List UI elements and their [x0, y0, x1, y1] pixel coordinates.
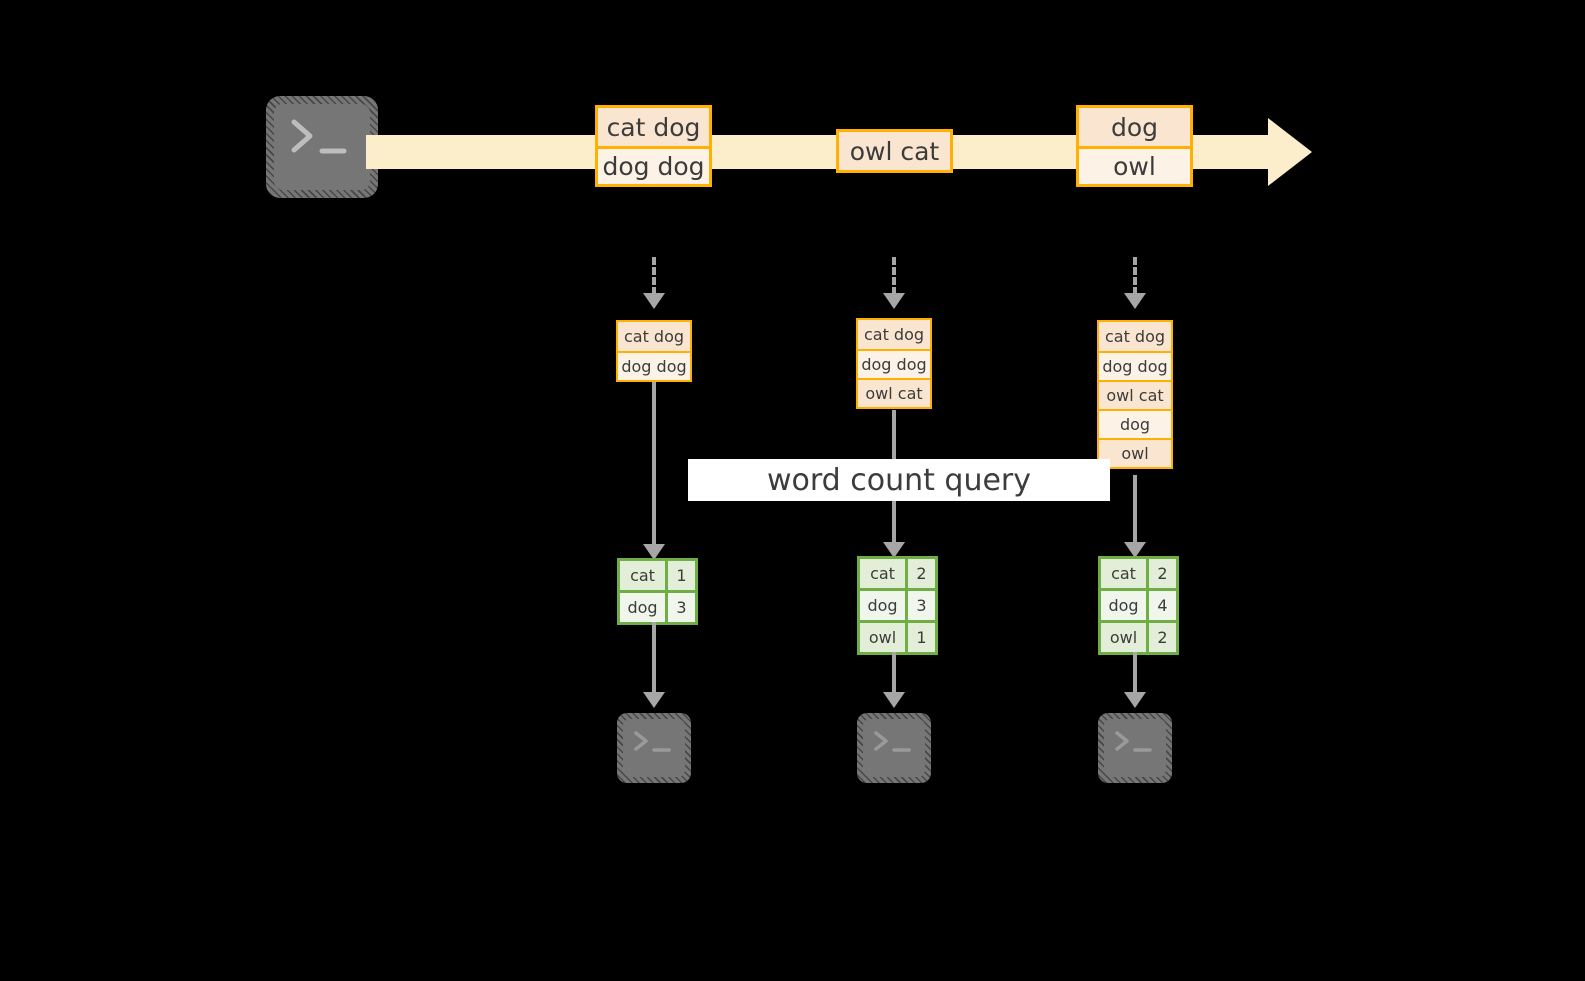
message-line: cat dog [598, 108, 709, 146]
prompt-glyph-icon [291, 119, 347, 154]
word-cell: cat [620, 561, 665, 590]
accumulated-messages-snapshot-2[interactable]: cat dog dog dog owl cat [856, 318, 932, 409]
source-terminal-icon [266, 96, 378, 198]
stream-message-batch-1[interactable]: cat dog dog dog [595, 105, 712, 187]
table-row: owl 2 [1101, 620, 1176, 652]
query-label: word count query [688, 459, 1110, 501]
stream-arrowhead-icon [1268, 118, 1312, 186]
result-table-snapshot-3[interactable]: cat 2 dog 4 owl 2 [1098, 556, 1179, 655]
query-arrowhead-icon [883, 542, 905, 558]
accumulated-line: dog dog [1099, 351, 1171, 380]
accumulated-messages-snapshot-1[interactable]: cat dog dog dog [616, 320, 692, 382]
count-cell: 2 [1146, 623, 1176, 652]
feed-arrowhead-icon [643, 293, 665, 309]
sink-connector [652, 622, 656, 694]
word-cell: owl [1101, 623, 1146, 652]
table-row: dog 4 [1101, 588, 1176, 620]
result-table-snapshot-2[interactable]: cat 2 dog 3 owl 1 [857, 556, 938, 655]
feed-connector-dashed [652, 257, 656, 295]
accumulated-line: dog dog [618, 351, 690, 380]
feed-connector-dashed [892, 257, 896, 295]
message-line: owl cat [839, 132, 950, 170]
count-cell: 3 [665, 593, 695, 622]
query-connector [1133, 475, 1137, 544]
word-cell: cat [1101, 559, 1146, 588]
result-table-snapshot-1[interactable]: cat 1 dog 3 [617, 558, 698, 625]
sink-connector [1133, 652, 1137, 694]
terminal-body [863, 719, 925, 777]
sink-arrowhead-icon [1124, 692, 1146, 708]
word-cell: dog [620, 593, 665, 622]
terminal-body [623, 719, 685, 777]
accumulated-line: cat dog [1099, 322, 1171, 351]
count-cell: 2 [1146, 559, 1176, 588]
stream-message-batch-2[interactable]: owl cat [836, 129, 953, 173]
sink-arrowhead-icon [643, 692, 665, 708]
message-line: dog dog [598, 146, 709, 184]
word-cell: dog [860, 591, 905, 620]
count-cell: 4 [1146, 591, 1176, 620]
query-arrowhead-icon [1124, 542, 1146, 558]
count-cell: 1 [905, 623, 935, 652]
sink-terminal-icon-snapshot-2 [857, 713, 931, 783]
query-label-text: word count query [766, 462, 1032, 498]
table-row: cat 1 [620, 561, 695, 590]
terminal-body [274, 104, 370, 190]
count-cell: 3 [905, 591, 935, 620]
sink-terminal-icon-snapshot-1 [617, 713, 691, 783]
message-line: owl [1079, 146, 1190, 184]
accumulated-line: cat dog [618, 322, 690, 351]
terminal-body [1104, 719, 1166, 777]
count-cell: 1 [665, 561, 695, 590]
table-row: dog 3 [620, 590, 695, 622]
accumulated-line: owl [1099, 438, 1171, 467]
query-arrowhead-icon [643, 544, 665, 560]
accumulated-line: dog [1099, 409, 1171, 438]
word-cell: dog [1101, 591, 1146, 620]
table-row: cat 2 [1101, 559, 1176, 588]
prompt-glyph-icon [1115, 731, 1152, 752]
message-line: dog [1079, 108, 1190, 146]
sink-connector [892, 652, 896, 694]
query-connector [652, 382, 656, 546]
word-cell: owl [860, 623, 905, 652]
sink-arrowhead-icon [883, 692, 905, 708]
accumulated-line: owl cat [858, 378, 930, 407]
table-row: cat 2 [860, 559, 935, 588]
stream-message-batch-3[interactable]: dog owl [1076, 105, 1193, 187]
sink-terminal-icon-snapshot-3 [1098, 713, 1172, 783]
table-row: dog 3 [860, 588, 935, 620]
accumulated-line: dog dog [858, 349, 930, 378]
count-cell: 2 [905, 559, 935, 588]
accumulated-line: cat dog [858, 320, 930, 349]
prompt-glyph-icon [634, 731, 671, 752]
feed-arrowhead-icon [1124, 293, 1146, 309]
table-row: owl 1 [860, 620, 935, 652]
feed-connector-dashed [1133, 257, 1137, 295]
feed-arrowhead-icon [883, 293, 905, 309]
word-cell: cat [860, 559, 905, 588]
accumulated-line: owl cat [1099, 380, 1171, 409]
prompt-glyph-icon [874, 731, 911, 752]
accumulated-messages-snapshot-3[interactable]: cat dog dog dog owl cat dog owl [1097, 320, 1173, 469]
